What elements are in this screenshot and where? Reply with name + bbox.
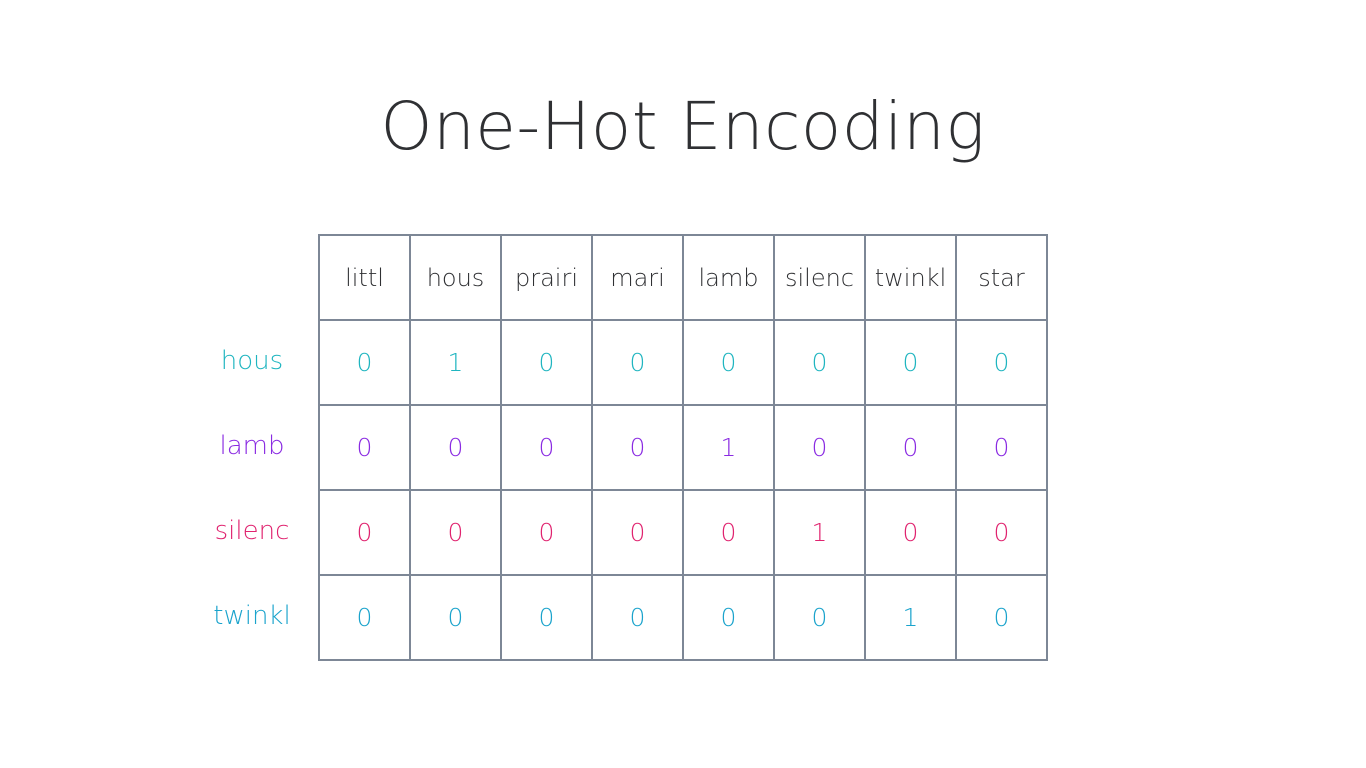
table-cell: 0 <box>773 319 866 406</box>
table-cell: 0 <box>500 574 593 661</box>
table-cell: 1 <box>409 319 502 406</box>
table-cell: 0 <box>682 319 775 406</box>
row-label-lamb: lamb <box>219 431 285 461</box>
one-hot-table: littl hous prairi mari lamb silenc twink… <box>318 234 1048 661</box>
row-labels: hous lamb silenc twinkl <box>190 319 314 659</box>
table-cell: 0 <box>864 404 957 491</box>
table-cell: 0 <box>955 404 1048 491</box>
table-cell: 0 <box>773 574 866 661</box>
row-label-twinkl: twinkl <box>213 601 291 631</box>
table-cell: 1 <box>773 489 866 576</box>
table-row: 0 0 0 0 0 0 1 0 <box>318 574 1048 661</box>
column-header: silenc <box>773 234 866 321</box>
table-cell: 0 <box>318 489 411 576</box>
slide-title: One-Hot Encoding <box>380 88 986 165</box>
table-cell: 0 <box>591 574 684 661</box>
header-row: littl hous prairi mari lamb silenc twink… <box>318 234 1048 321</box>
table-cell: 0 <box>955 489 1048 576</box>
column-header: littl <box>318 234 411 321</box>
table-cell: 0 <box>591 404 684 491</box>
table-cell: 1 <box>682 404 775 491</box>
column-header: star <box>955 234 1048 321</box>
table-cell: 0 <box>318 319 411 406</box>
table-cell: 0 <box>682 574 775 661</box>
table-cell: 0 <box>500 404 593 491</box>
table-cell: 0 <box>864 319 957 406</box>
column-header: mari <box>591 234 684 321</box>
table-cell: 0 <box>773 404 866 491</box>
table-cell: 0 <box>409 404 502 491</box>
table-cell: 0 <box>500 489 593 576</box>
column-header: prairi <box>500 234 593 321</box>
table-cell: 0 <box>318 404 411 491</box>
table-cell: 0 <box>591 489 684 576</box>
table-cell: 0 <box>955 319 1048 406</box>
column-header: lamb <box>682 234 775 321</box>
table-row: 0 0 0 0 0 1 0 0 <box>318 489 1048 576</box>
column-header: twinkl <box>864 234 957 321</box>
table-cell: 0 <box>591 319 684 406</box>
table-cell: 0 <box>682 489 775 576</box>
column-header: hous <box>409 234 502 321</box>
row-label-silenc: silenc <box>214 516 290 546</box>
table-row: 0 0 0 0 1 0 0 0 <box>318 404 1048 491</box>
table-cell: 0 <box>318 574 411 661</box>
table-cell: 0 <box>409 489 502 576</box>
table-row: 0 1 0 0 0 0 0 0 <box>318 319 1048 406</box>
table-cell: 0 <box>500 319 593 406</box>
table-cell: 0 <box>864 489 957 576</box>
row-label-hous: hous <box>220 346 284 376</box>
table-cell: 0 <box>409 574 502 661</box>
table-cell: 1 <box>864 574 957 661</box>
table-cell: 0 <box>955 574 1048 661</box>
